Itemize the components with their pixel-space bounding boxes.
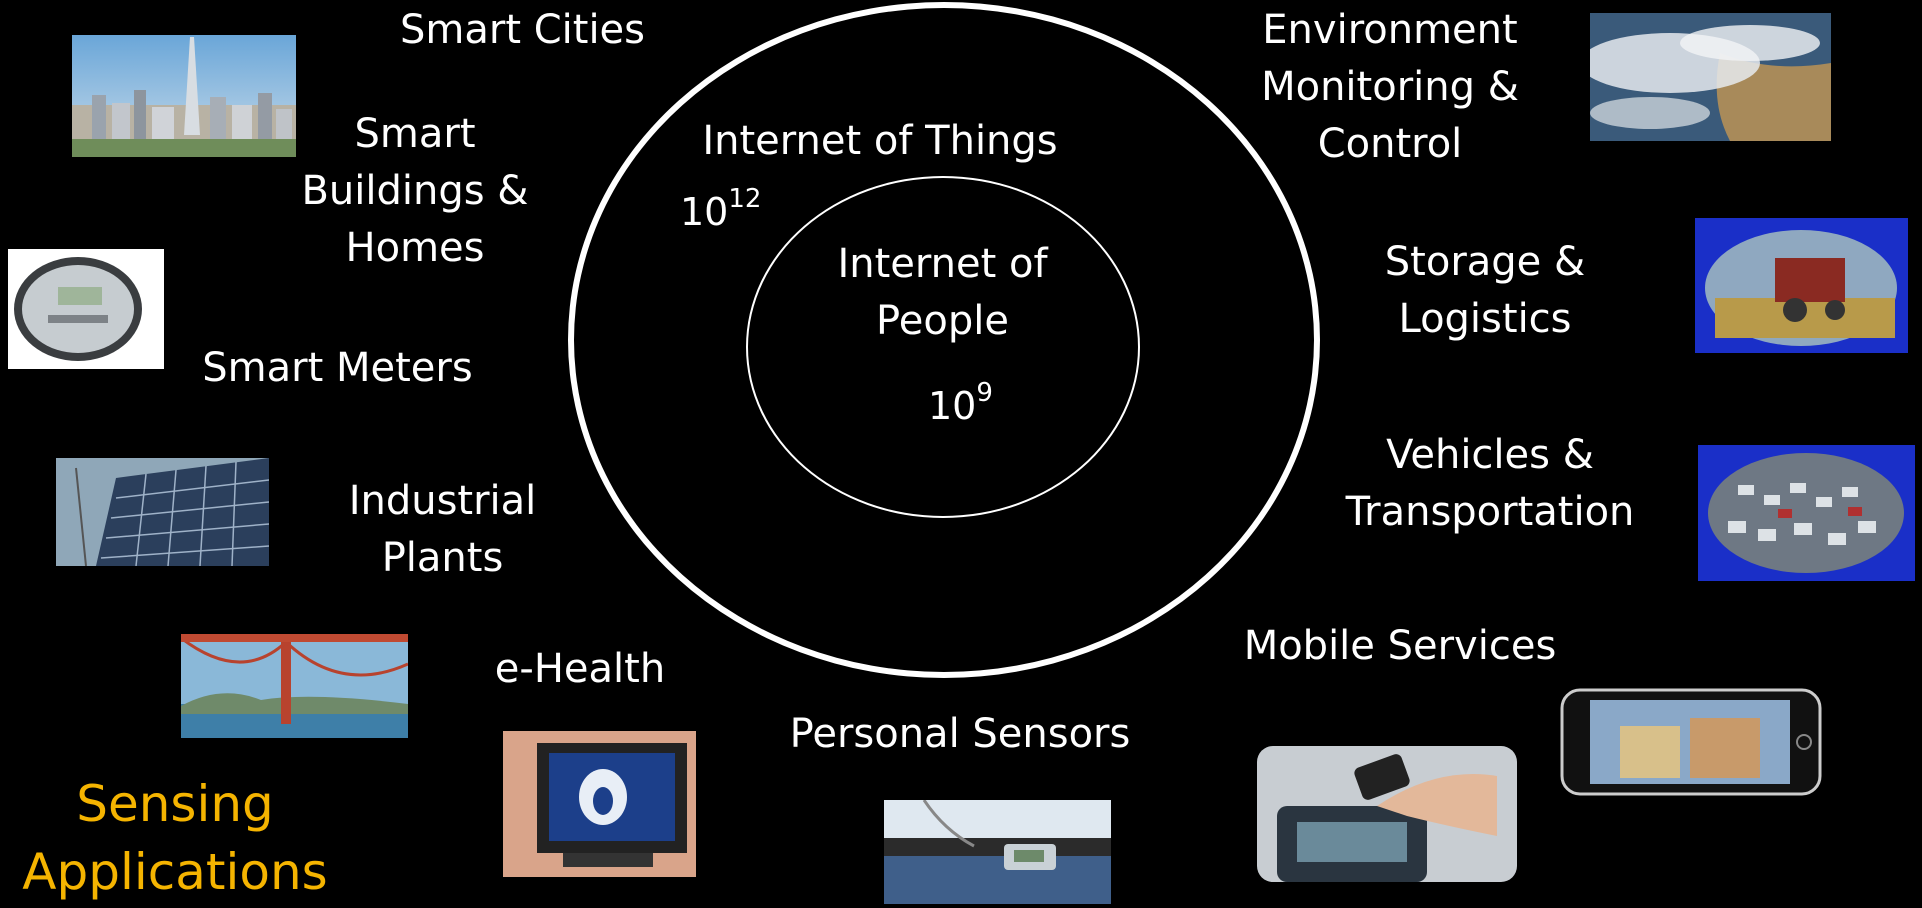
smart-meters-label: Smart Meters [202, 345, 473, 391]
environment-monitoring-line1: Environment [1262, 7, 1518, 53]
smart-cities-image [72, 35, 296, 157]
environment-satellite-image [1590, 13, 1831, 141]
sensing-applications-title: Sensing Applications [0, 770, 350, 906]
internet-of-people-ring [746, 176, 1140, 518]
people-count: 109 [928, 380, 993, 428]
vehicles-traffic-image [1698, 445, 1915, 581]
internet-of-things-ring [568, 2, 1320, 678]
storage-logistics-line1: Storage & [1384, 239, 1586, 285]
smart-buildings-line3: Homes [345, 225, 485, 271]
personal-sensors-image [884, 800, 1111, 904]
smart-meter-image [8, 249, 164, 369]
storage-logistics-image [1695, 218, 1908, 353]
storage-logistics-label: Storage & Logistics [1355, 234, 1615, 348]
sensing-applications-line2: Applications [22, 843, 328, 901]
things-count-base: 10 [680, 190, 729, 234]
environment-monitoring-line2: Monitoring & [1261, 64, 1519, 110]
people-count-exponent: 9 [976, 377, 993, 408]
e-health-label: e-Health [494, 646, 666, 692]
smart-buildings-line2: Buildings & [301, 168, 529, 214]
internet-of-people-line1: Internet of [837, 241, 1048, 287]
vehicles-transportation-line1: Vehicles & [1386, 432, 1594, 478]
industrial-plants-line1: Industrial [348, 478, 537, 524]
people-count-base: 10 [928, 384, 977, 428]
sensing-applications-line1: Sensing [76, 775, 274, 833]
smart-cities-label: Smart Cities [400, 7, 645, 53]
industrial-plants-label: Industrial Plants [330, 473, 555, 587]
e-health-image [503, 731, 696, 877]
smart-buildings-line1: Smart [354, 111, 476, 157]
storage-logistics-line2: Logistics [1398, 296, 1572, 342]
things-count: 1012 [680, 186, 761, 234]
personal-sensors-label: Personal Sensors [789, 711, 1131, 757]
vehicles-transportation-line2: Transportation [1345, 489, 1635, 535]
things-count-exponent: 12 [728, 183, 762, 214]
industrial-plants-image [56, 458, 269, 566]
industrial-plants-line2: Plants [381, 535, 504, 581]
internet-of-people-label: Internet of People [800, 236, 1085, 350]
internet-of-people-line2: People [876, 298, 1009, 344]
environment-monitoring-line3: Control [1317, 121, 1463, 167]
mobile-payment-image [1257, 746, 1517, 882]
internet-of-things-label: Internet of Things [702, 118, 1058, 164]
mobile-phone-image [1560, 688, 1822, 796]
mobile-services-label: Mobile Services [1243, 623, 1557, 669]
environment-monitoring-label: Environment Monitoring & Control [1240, 2, 1540, 173]
smart-buildings-label: Smart Buildings & Homes [290, 106, 540, 277]
vehicles-transportation-label: Vehicles & Transportation [1340, 427, 1640, 541]
bridge-image [181, 634, 408, 738]
